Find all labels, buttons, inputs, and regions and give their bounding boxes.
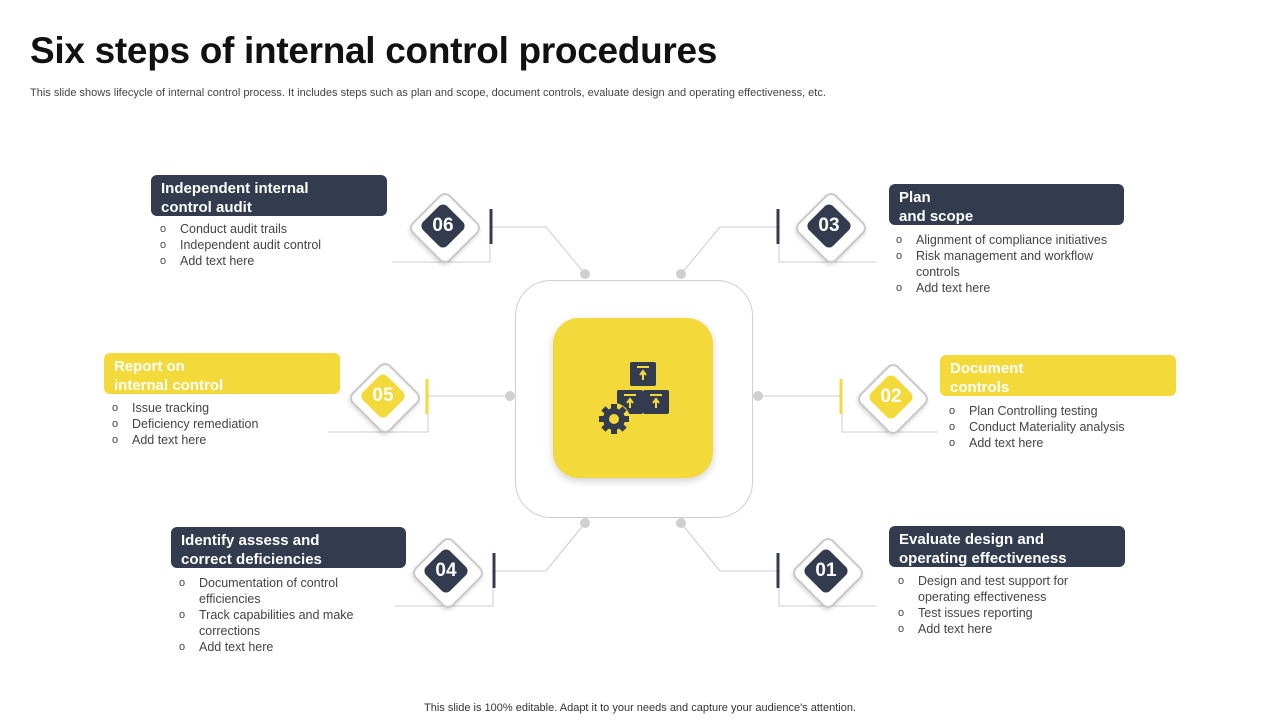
step-06-badge: 06 (406, 189, 484, 267)
list-item: Conduct audit trails (160, 221, 390, 237)
step-04-points: Documentation of control efficiencies Tr… (179, 575, 389, 655)
step-06-number: 06 (432, 215, 454, 236)
list-item: Design and test support for operating ef… (898, 573, 1098, 605)
step-05-number: 05 (372, 385, 394, 406)
step-06-title: Independent internal control audit (151, 175, 387, 216)
step-01-points: Design and test support for operating ef… (898, 573, 1098, 637)
step-01-badge: 01 (789, 534, 867, 612)
step-02-number: 02 (880, 386, 902, 407)
list-item: Conduct Materiality analysis (949, 419, 1179, 435)
step-05-title: Report on internal control (104, 353, 340, 394)
list-item: Independent audit control (160, 237, 390, 253)
slide-subtitle: This slide shows lifecycle of internal c… (30, 87, 826, 99)
step-01-title: Evaluate design and operating effectiven… (889, 526, 1125, 567)
step-03-number: 03 (818, 215, 840, 236)
step-03-title: Plan and scope (889, 184, 1124, 225)
step-04-number: 04 (435, 560, 457, 581)
list-item: Test issues reporting (898, 605, 1098, 621)
list-item: Issue tracking (112, 400, 342, 416)
list-item: Alignment of compliance initiatives (896, 232, 1136, 248)
list-item: Add text here (179, 639, 389, 655)
step-03-points: Alignment of compliance initiatives Risk… (896, 232, 1136, 296)
list-item: Add text here (896, 280, 1136, 296)
list-item: Risk management and workflow controls (896, 248, 1136, 280)
list-item: Add text here (949, 435, 1179, 451)
step-04-title: Identify assess and correct deficiencies (171, 527, 406, 568)
step-06-points: Conduct audit trails Independent audit c… (160, 221, 390, 269)
list-item: Track capabilities and make corrections (179, 607, 389, 639)
slide-title: Six steps of internal control procedures (30, 30, 718, 71)
step-02-badge: 02 (854, 360, 932, 438)
list-item: Add text here (112, 432, 342, 448)
step-05-badge: 05 (346, 359, 424, 437)
list-item: Add text here (898, 621, 1098, 637)
list-item: Plan Controlling testing (949, 403, 1179, 419)
step-04-badge: 04 (409, 534, 487, 612)
step-02-title: Document controls (940, 355, 1176, 396)
list-item: Documentation of control efficiencies (179, 575, 389, 607)
step-02-points: Plan Controlling testing Conduct Materia… (949, 403, 1179, 451)
step-03-badge: 03 (792, 189, 870, 267)
list-item: Add text here (160, 253, 390, 269)
list-item: Deficiency remediation (112, 416, 342, 432)
step-05-points: Issue tracking Deficiency remediation Ad… (112, 400, 342, 448)
boxes-gear-icon (598, 362, 669, 435)
slide-footer: This slide is 100% editable. Adapt it to… (424, 702, 856, 714)
step-01-number: 01 (815, 560, 837, 581)
